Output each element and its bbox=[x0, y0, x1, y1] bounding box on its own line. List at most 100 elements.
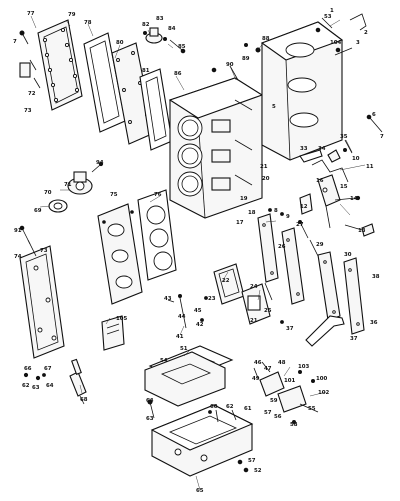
callout-71: 71 bbox=[64, 182, 72, 188]
callout-57: 57 bbox=[248, 458, 256, 464]
spark-plug bbox=[69, 358, 87, 405]
callout-77: 77 bbox=[27, 11, 35, 17]
callout-12: 12 bbox=[300, 204, 308, 210]
callout-63-lower: 63 bbox=[146, 416, 154, 422]
reed-block bbox=[241, 282, 273, 325]
callout-57-right: 57 bbox=[264, 410, 272, 416]
callout-90: 90 bbox=[226, 62, 234, 68]
callout-64-lower: 64 bbox=[146, 398, 154, 404]
bypass-cover-3 bbox=[317, 251, 341, 321]
callout-49: 49 bbox=[252, 376, 260, 382]
cylinder-head-gasket bbox=[137, 189, 177, 281]
callout-101: 101 bbox=[284, 378, 296, 384]
callout-33: 33 bbox=[300, 146, 308, 152]
callout-73: 73 bbox=[24, 108, 32, 114]
callout-35: 35 bbox=[340, 134, 348, 140]
callout-84: 84 bbox=[168, 26, 176, 32]
callout-52: 52 bbox=[254, 468, 262, 474]
callout-64: 64 bbox=[46, 383, 54, 389]
callout-15: 15 bbox=[340, 184, 348, 190]
callout-1: 1 bbox=[330, 8, 334, 14]
callout-62-lower: 62 bbox=[226, 404, 234, 410]
callout-94: 94 bbox=[96, 160, 104, 166]
leader-lines bbox=[30, 15, 366, 491]
callout-45: 45 bbox=[194, 308, 202, 314]
bypass-cover-4 bbox=[343, 257, 365, 335]
callout-3: 3 bbox=[356, 40, 360, 46]
callout-23: 23 bbox=[208, 296, 216, 302]
callout-14: 14 bbox=[350, 196, 358, 202]
callout-7: 7 bbox=[13, 39, 17, 45]
callout-79: 79 bbox=[68, 12, 76, 18]
thermostat-assembly bbox=[67, 161, 104, 195]
callout-37-left: 37 bbox=[286, 326, 294, 332]
callout-78: 78 bbox=[84, 20, 92, 26]
plug-small-parts bbox=[42, 373, 46, 377]
callout-13: 13 bbox=[358, 228, 366, 234]
head-bolts bbox=[19, 225, 41, 381]
callout-18: 18 bbox=[248, 210, 256, 216]
exhaust-outer-gasket bbox=[139, 68, 173, 151]
callout-41: 41 bbox=[176, 334, 184, 340]
callout-63: 63 bbox=[32, 385, 40, 391]
cover-bolts-top-left bbox=[19, 30, 41, 89]
callout-5: 5 bbox=[272, 104, 276, 110]
callout-37: 37 bbox=[350, 336, 358, 342]
callout-21: 21 bbox=[260, 164, 268, 170]
callout-65: 65 bbox=[196, 488, 204, 494]
callout-100: 100 bbox=[316, 376, 328, 382]
callout-75: 75 bbox=[110, 192, 118, 198]
callout-22: 22 bbox=[222, 278, 230, 284]
callout-72: 72 bbox=[28, 91, 36, 97]
cylinder-block bbox=[168, 77, 264, 219]
callout-56: 56 bbox=[274, 414, 282, 420]
decal-plate bbox=[101, 315, 125, 351]
callout-10: 10 bbox=[352, 156, 360, 162]
fittings-right bbox=[211, 43, 261, 81]
callout-29: 29 bbox=[316, 242, 324, 248]
callout-70: 70 bbox=[44, 190, 52, 196]
callout-55: 55 bbox=[308, 406, 316, 412]
callout-30: 30 bbox=[344, 252, 352, 258]
callout-11: 11 bbox=[366, 164, 374, 170]
callout-7-right: 7 bbox=[380, 134, 384, 140]
callout-58: 58 bbox=[290, 422, 298, 428]
intake-cover-plate bbox=[213, 263, 245, 305]
callout-91: 91 bbox=[14, 228, 22, 234]
callout-66: 66 bbox=[24, 366, 32, 372]
bypass-cover-1 bbox=[257, 213, 279, 283]
callout-54: 54 bbox=[160, 358, 168, 364]
thermostat-cover bbox=[143, 27, 186, 54]
callout-89: 89 bbox=[242, 56, 250, 62]
callout-61: 61 bbox=[244, 406, 252, 412]
callout-6: 6 bbox=[372, 112, 376, 118]
callout-17: 17 bbox=[236, 220, 244, 226]
callout-46: 46 bbox=[254, 360, 262, 366]
callout-25: 25 bbox=[264, 308, 272, 314]
callout-21-lower: 21 bbox=[250, 318, 258, 324]
callout-62: 62 bbox=[22, 383, 30, 389]
cylinder-head bbox=[97, 203, 143, 305]
callout-103: 103 bbox=[298, 364, 310, 370]
bypass-cover-2 bbox=[281, 227, 305, 305]
callout-51: 51 bbox=[180, 346, 188, 352]
callout-80: 80 bbox=[116, 40, 124, 46]
shift-linkage bbox=[253, 361, 319, 424]
callout-74: 74 bbox=[14, 254, 22, 260]
callout-53: 53 bbox=[324, 14, 332, 20]
callout-42: 42 bbox=[196, 322, 204, 328]
cylinder-head-cover bbox=[19, 245, 65, 359]
callout-67: 67 bbox=[44, 366, 52, 372]
callout-69: 69 bbox=[34, 208, 42, 214]
crankcase-bolts bbox=[321, 17, 383, 154]
callout-68: 68 bbox=[80, 397, 88, 403]
callout-8: 8 bbox=[274, 208, 278, 214]
crankcase-half bbox=[260, 21, 344, 161]
callout-36: 36 bbox=[370, 320, 378, 326]
callout-83: 83 bbox=[156, 16, 164, 22]
callout-9: 9 bbox=[286, 214, 290, 220]
callout-73-left: 73 bbox=[40, 248, 48, 254]
callout-16: 16 bbox=[316, 178, 324, 184]
